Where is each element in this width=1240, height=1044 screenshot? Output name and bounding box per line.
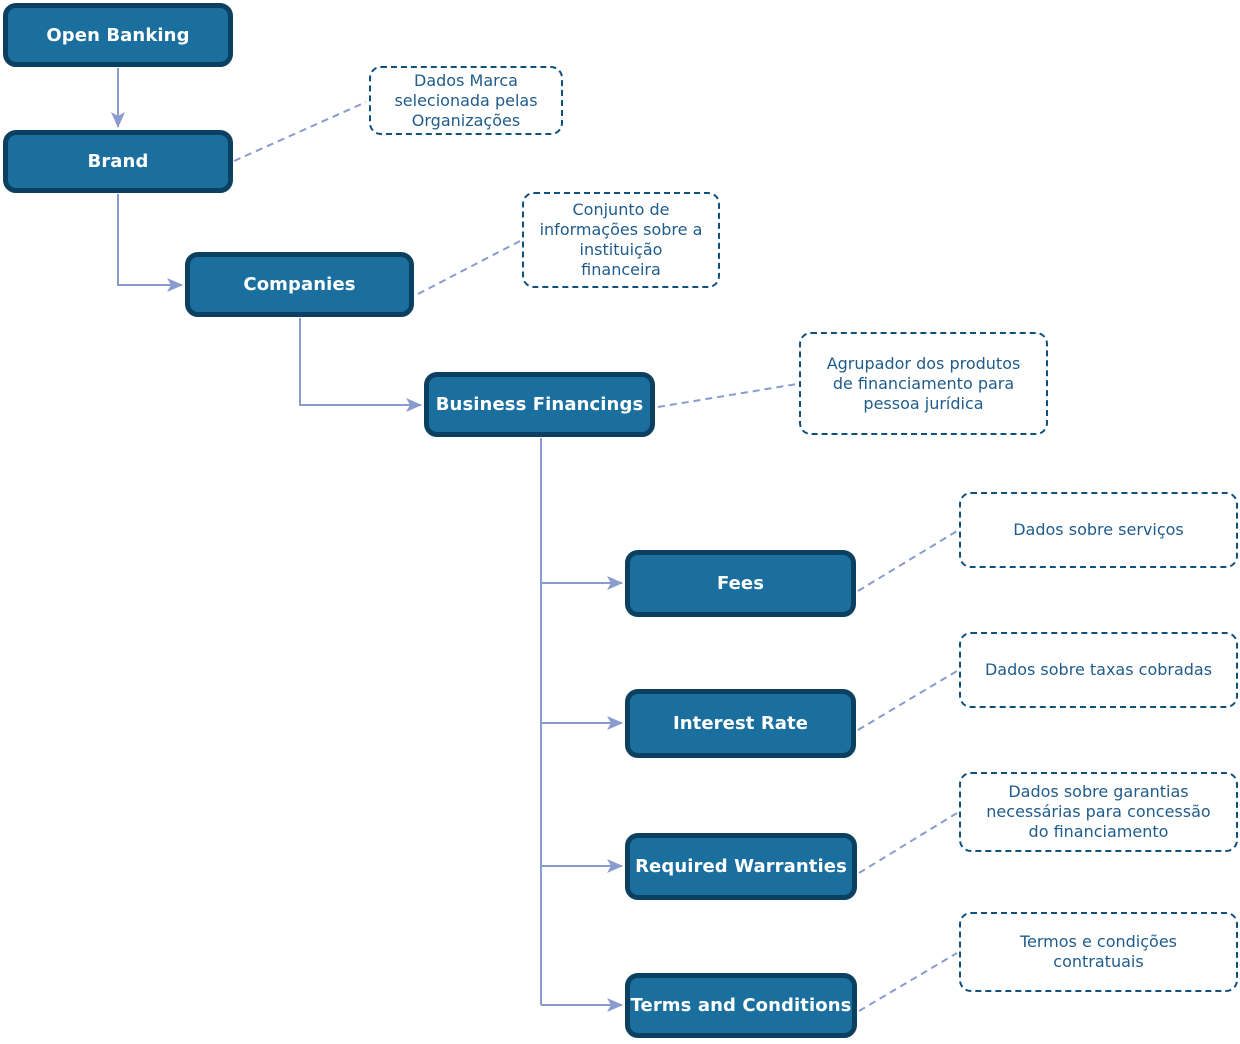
connector-brand-to-companies (117, 194, 183, 292)
node-companies: Companies (185, 252, 414, 317)
node-interest-rate: Interest Rate (625, 689, 856, 758)
note-companies: Conjunto de informações sobre a institui… (522, 192, 720, 288)
note-connector-business-financings (657, 383, 798, 408)
note-connector-terms-and-conditions (858, 952, 958, 1012)
note-interest-rate: Dados sobre taxas cobradas (959, 632, 1238, 708)
note-brand: Dados Marca selecionada pelas Organizaçõ… (369, 66, 563, 135)
note-connector-required-warranties (858, 812, 958, 874)
note-required-warranties: Dados sobre garantias necessárias para c… (959, 772, 1238, 852)
note-connector-brand (233, 101, 367, 162)
note-business-financings: Agrupador dos produtos de financiamento … (799, 332, 1048, 435)
node-terms-and-conditions: Terms and Conditions (625, 973, 857, 1038)
node-business-financings: Business Financings (424, 372, 655, 437)
note-connector-fees (857, 530, 958, 592)
node-fees: Fees (625, 550, 856, 617)
note-connector-companies (417, 240, 521, 295)
note-terms-and-conditions: Termos e condições contratuais (959, 912, 1238, 992)
node-open-banking: Open Banking (3, 3, 233, 67)
note-connector-interest-rate (857, 670, 958, 731)
connector-companies-to-business-financings (299, 318, 422, 412)
note-fees: Dados sobre serviços (959, 492, 1238, 568)
node-brand: Brand (3, 130, 233, 193)
node-required-warranties: Required Warranties (625, 833, 857, 900)
